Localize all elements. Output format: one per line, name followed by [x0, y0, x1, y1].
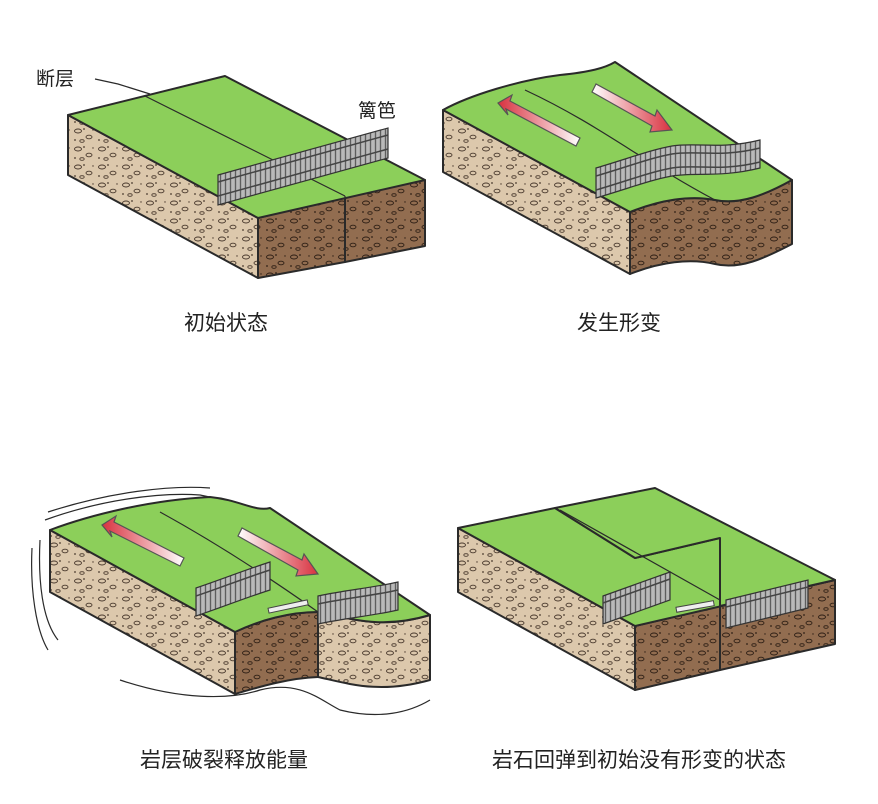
arrow-right-motion: [591, 83, 674, 133]
offset-fault-line: [559, 509, 721, 601]
fault-leader-line: [94, 78, 151, 95]
fence-broken-right: [317, 581, 399, 625]
arrow-left-motion: [497, 93, 581, 147]
panel-deformation: 发生形变: [442, 61, 793, 335]
caption-rebound: 岩石回弹到初始没有形变的状态: [492, 748, 786, 772]
fence-label: 篱笆: [358, 100, 396, 122]
arrow-right-release: [237, 527, 320, 577]
fence-offset-left: [602, 571, 671, 625]
fault-label: 断层: [36, 68, 74, 90]
panel-rebound: 岩石回弹到初始没有形变的状态: [457, 487, 836, 772]
fence-intact: [217, 127, 389, 206]
vibration-lines-left: [31, 539, 59, 651]
fence-bent: [595, 139, 761, 199]
caption-initial-state: 初始状态: [184, 311, 268, 335]
panel-initial-state: 断层 篱笆 初始状态: [36, 68, 426, 335]
fence-broken-left: [195, 561, 271, 617]
arrow-left-release: [101, 514, 185, 567]
block3-front-face-right: [317, 611, 431, 689]
panel-rupture: 岩层破裂释放能量: [31, 486, 431, 772]
fence-debris-rebound: [675, 600, 715, 613]
vibration-lines-bottom: [119, 679, 431, 716]
ruptured-fault-line: [159, 511, 319, 613]
fence-debris: [267, 599, 309, 614]
fence-offset-right: [725, 579, 809, 629]
bent-fault-line: [524, 89, 716, 201]
caption-rupture: 岩层破裂释放能量: [140, 748, 308, 772]
caption-deformation: 发生形变: [577, 311, 661, 335]
block4-grass-top-offset: [554, 487, 836, 607]
